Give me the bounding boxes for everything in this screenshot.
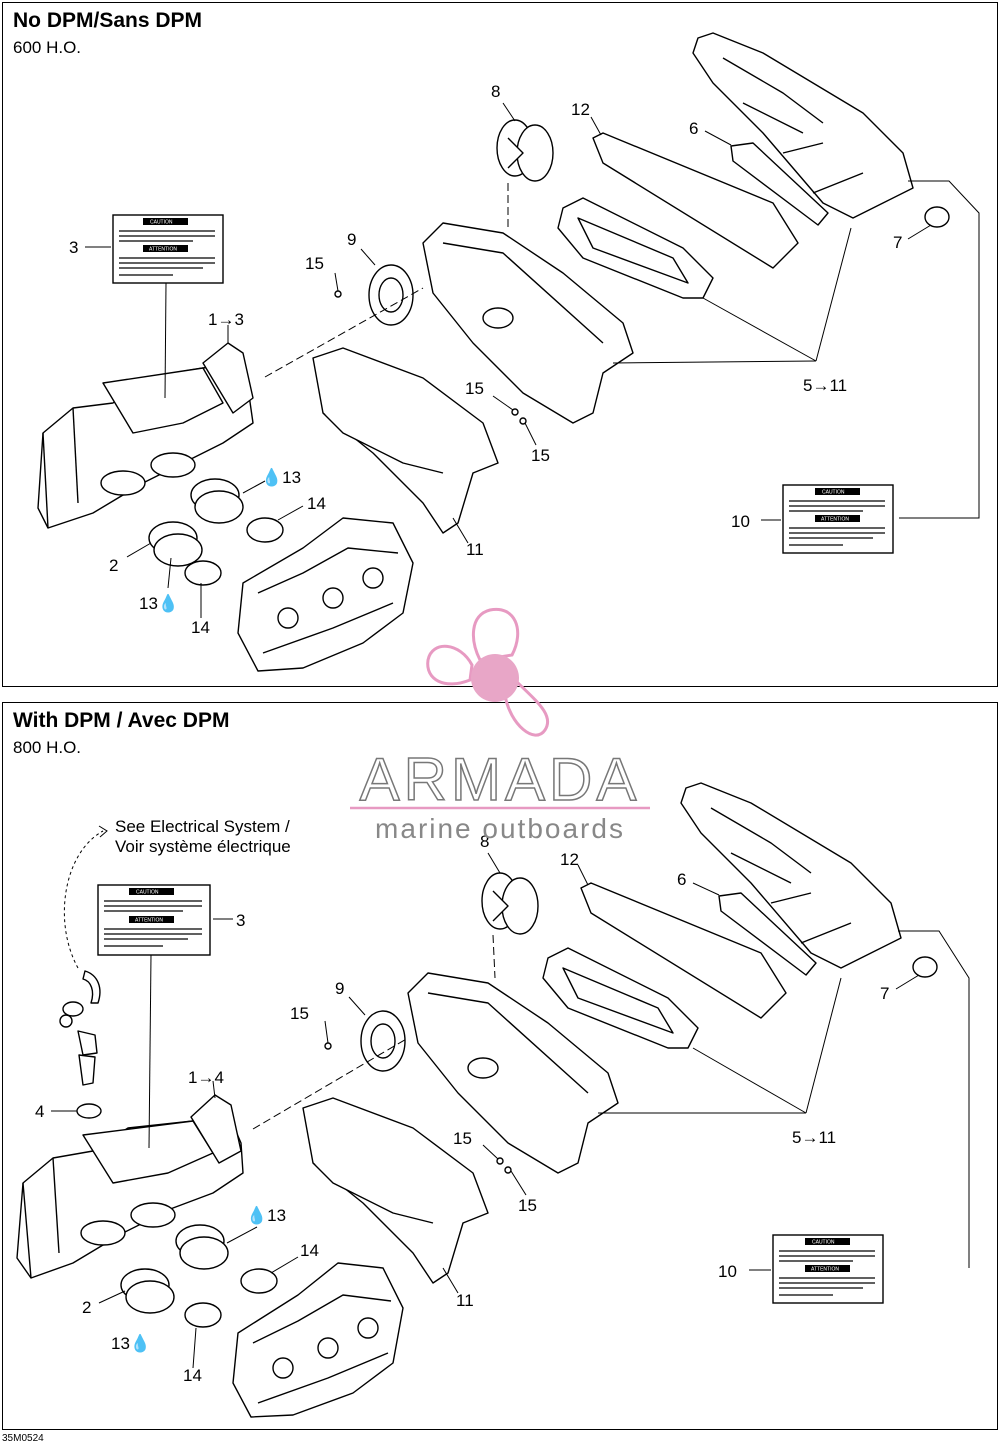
foam-insert-6 [718, 892, 817, 976]
svg-text:ATTENTION: ATTENTION [149, 247, 177, 253]
callout-2: 2 [109, 556, 118, 575]
callout-7: 7 [880, 984, 889, 1003]
diagram-panel-no-dpm: No DPM/Sans DPM 600 H.O. [2, 2, 998, 687]
callout-labels: See Electrical System / Voir système éle… [35, 817, 889, 1385]
callout-15: 15 [518, 1196, 537, 1215]
callout-labels: 3 1→3 8 12 6 7 9 15 5→11 15 15 10 11 💧13… [69, 82, 902, 637]
electrical-system-note-line2: Voir système électrique [115, 837, 291, 856]
panel-title: With DPM / Avec DPM [13, 709, 230, 732]
callout-13-sealant: 13💧 [139, 593, 179, 613]
cover-11 [302, 1097, 489, 1284]
callout-15: 15 [305, 254, 324, 273]
intake-coupler-2 [148, 478, 244, 567]
diagram-panel-with-dpm: With DPM / Avec DPM 800 H.O. [2, 702, 998, 1430]
warning-decal-3: CAUTION ATTENTION [97, 884, 211, 956]
callout-8: 8 [491, 82, 500, 101]
callout-13-sealant: 💧13 [261, 467, 301, 487]
air-box-housing [422, 222, 634, 424]
callout-10: 10 [731, 512, 750, 531]
cover-11 [312, 347, 499, 534]
callout-11: 11 [466, 540, 484, 559]
svg-text:CAUTION: CAUTION [150, 220, 173, 226]
callout-12: 12 [571, 100, 590, 119]
callout-15: 15 [465, 379, 484, 398]
air-box-cover [692, 32, 914, 219]
exploded-parts-drawing: CAUTION ATTENTION CAUTION ATTENTION [16, 782, 970, 1418]
air-intake-silencer [16, 1094, 244, 1279]
callout-15: 15 [531, 446, 550, 465]
callout-7: 7 [893, 233, 902, 252]
callout-2: 2 [82, 1298, 91, 1317]
callout-range-1-4: 1→4 [188, 1068, 224, 1087]
callout-10: 10 [718, 1262, 737, 1281]
flame-arrester-8 [496, 119, 554, 182]
callout-14: 14 [183, 1366, 202, 1385]
callout-13-sealant: 13💧 [111, 1333, 151, 1353]
callout-4: 4 [35, 1102, 44, 1121]
callout-12: 12 [560, 850, 579, 869]
filter-plate-12 [580, 882, 787, 1019]
svg-text:ATTENTION: ATTENTION [811, 1267, 839, 1273]
callout-6: 6 [677, 870, 686, 889]
engine-block [232, 1262, 404, 1418]
gasket-frame [542, 947, 699, 1049]
callout-9: 9 [347, 230, 356, 249]
intake-coupler-2 [120, 1224, 229, 1314]
callout-11: 11 [456, 1291, 474, 1310]
leader-lines [85, 102, 980, 618]
callout-15: 15 [453, 1129, 472, 1148]
leader-lines [51, 825, 970, 1369]
panel-subtitle: 800 H.O. [13, 738, 82, 757]
panel-title: No DPM/Sans DPM [13, 9, 203, 32]
cap-7 [924, 206, 950, 228]
clamp-14 [184, 1268, 278, 1328]
foam-insert-6 [730, 142, 829, 226]
callout-3: 3 [236, 911, 245, 930]
clamp-14 [184, 517, 284, 586]
air-box-housing [407, 972, 619, 1174]
dpm-hose-assembly [59, 970, 102, 1119]
warning-decal-10: CAUTION ATTENTION [782, 484, 894, 554]
flame-arrester-8 [481, 872, 539, 935]
callout-range-5-11: 5→11 [792, 1128, 836, 1147]
callout-3: 3 [69, 238, 78, 257]
drawing-code: 35M0524 [2, 1433, 44, 1444]
callout-6: 6 [689, 119, 698, 138]
svg-text:ATTENTION: ATTENTION [135, 918, 163, 924]
electrical-system-note-line1: See Electrical System / [115, 817, 290, 836]
svg-text:ATTENTION: ATTENTION [821, 517, 849, 523]
callout-15: 15 [290, 1004, 309, 1023]
seal-9 [360, 1010, 406, 1072]
exploded-parts-drawing: CAUTION ATTENTION CAUTION ATTENTION [37, 32, 980, 672]
warning-decal-3: CAUTION ATTENTION [112, 214, 224, 284]
callout-13-sealant: 💧13 [246, 1205, 286, 1225]
callout-range-5-11: 5→11 [803, 376, 847, 395]
callout-14: 14 [307, 494, 326, 513]
filter-plate-12 [592, 132, 799, 269]
svg-text:CAUTION: CAUTION [812, 1240, 835, 1246]
callout-range-1-3: 1→3 [208, 310, 244, 329]
air-box-cover [680, 782, 902, 969]
air-intake-silencer [37, 342, 254, 529]
callout-9: 9 [335, 979, 344, 998]
panel-subtitle: 600 H.O. [13, 38, 82, 57]
seal-9 [368, 264, 414, 326]
callout-8: 8 [480, 832, 489, 851]
engine-block [237, 517, 414, 672]
callout-14: 14 [191, 618, 210, 637]
cap-7 [912, 956, 938, 978]
svg-text:CAUTION: CAUTION [136, 890, 159, 896]
warning-decal-10: CAUTION ATTENTION [772, 1234, 884, 1304]
svg-text:CAUTION: CAUTION [822, 490, 845, 496]
callout-14: 14 [300, 1241, 319, 1260]
